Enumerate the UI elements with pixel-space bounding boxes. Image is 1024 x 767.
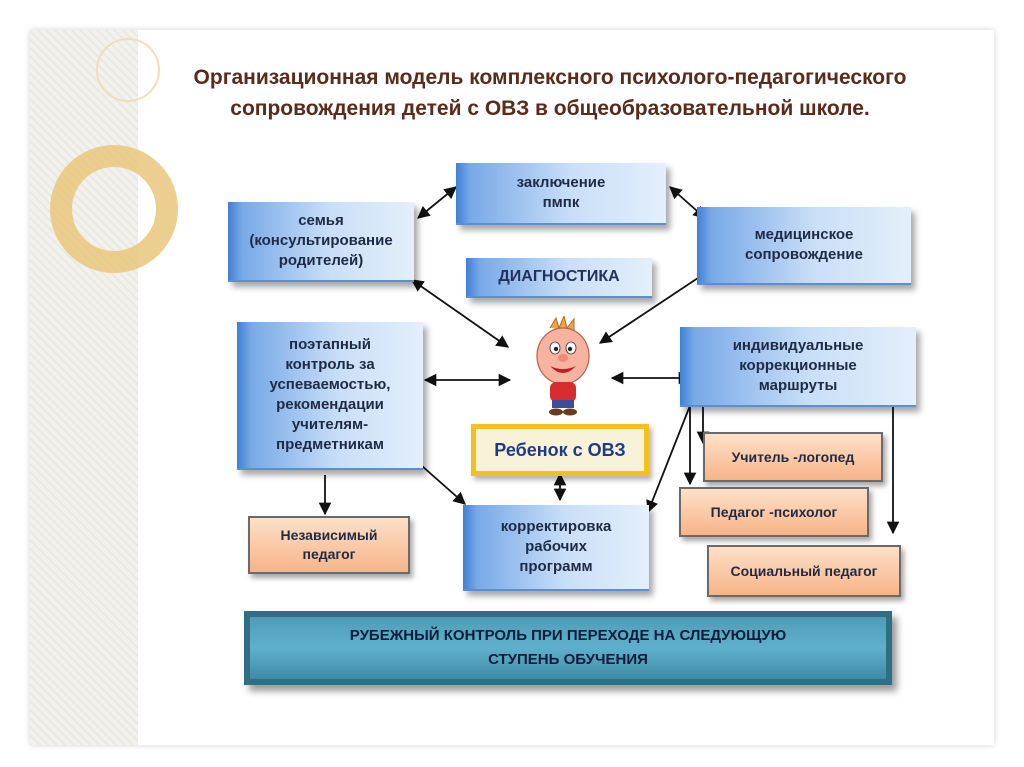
node-psychologist: Педагог -психолог xyxy=(679,487,869,537)
arrow-monitoring-programs xyxy=(421,465,466,505)
node-diagnostics: ДИАГНОСТИКА xyxy=(466,258,652,298)
arrow-routes-programs xyxy=(646,397,694,514)
slide-title: Организационная модель комплексного псих… xyxy=(193,66,907,120)
node-medical: медицинское сопровождение xyxy=(697,207,911,285)
node-monitoring: поэтапный контроль за успеваемостью, рек… xyxy=(237,322,423,470)
node-pmpk: заключение пмпк xyxy=(456,163,666,225)
cartoon-boy-icon xyxy=(536,316,590,416)
node-independent-teacher: Независимый педагог xyxy=(248,516,410,574)
node-routes: индивидуальные коррекционные маршруты xyxy=(680,327,916,407)
arrow-family-child xyxy=(410,279,510,348)
node-family: семья (консультирование родителей) xyxy=(228,202,414,282)
node-child: Ребенок с ОВЗ xyxy=(471,424,649,476)
ring-decoration-icon xyxy=(96,38,160,102)
arrow-medical-child xyxy=(598,269,712,344)
arrow-pmpk-family xyxy=(417,186,457,219)
node-speech-therapist: Учитель -логопед xyxy=(703,432,883,482)
node-program-correction: корректировка рабочих программ xyxy=(463,505,649,591)
node-social-teacher: Социальный педагог xyxy=(707,545,901,597)
node-boundary-control: РУБЕЖНЫЙ КОНТРОЛЬ ПРИ ПЕРЕХОДЕ НА СЛЕДУЮ… xyxy=(244,611,892,685)
